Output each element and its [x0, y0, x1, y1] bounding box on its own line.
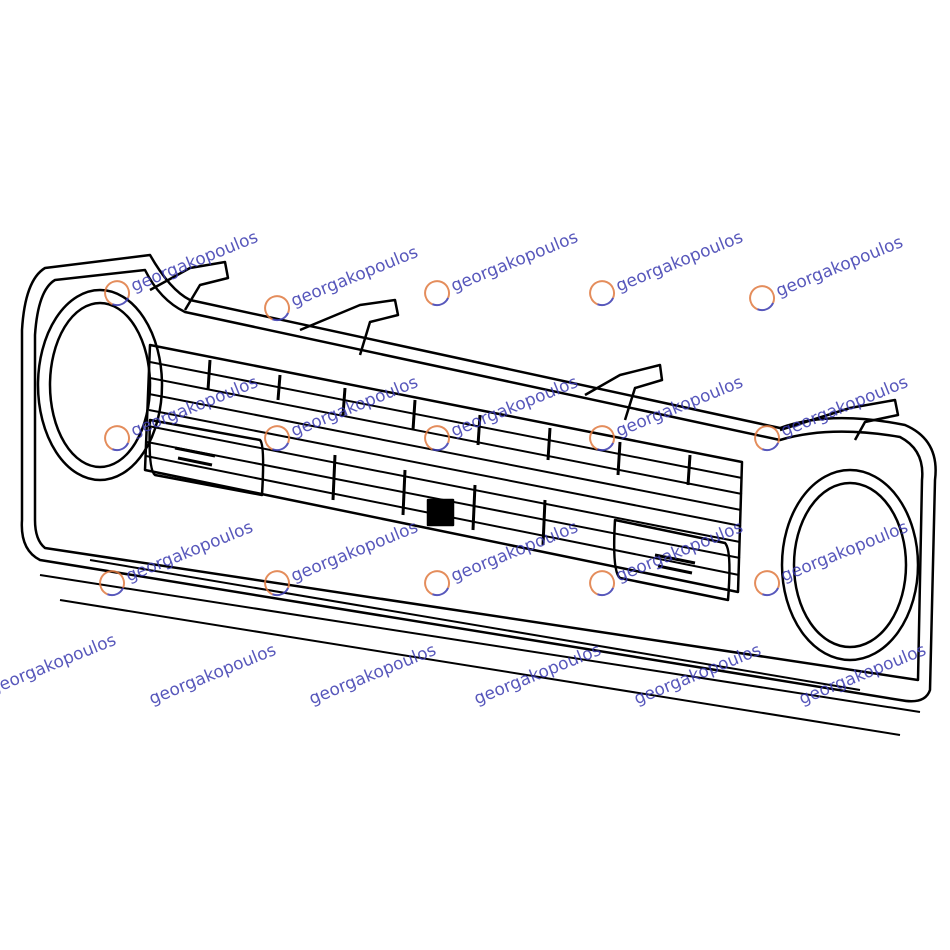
grille-outer-frame — [20, 253, 937, 703]
right-headlamp-ring-inner — [792, 481, 908, 649]
center-emblem — [426, 498, 455, 527]
grille-panel — [143, 343, 744, 594]
right-headlamp-ring — [780, 468, 920, 662]
lower-bars — [39, 559, 921, 736]
left-headlamp-ring-inner — [48, 301, 152, 469]
left-headlamp-ring — [36, 288, 164, 482]
grille-frame-inner-line — [33, 268, 924, 682]
lamp-slits — [174, 446, 696, 575]
vertical-dividers — [206, 359, 692, 546]
mounting-brackets — [149, 260, 900, 441]
right-lamp-opening — [612, 518, 731, 602]
left-lamp-opening — [148, 418, 265, 497]
